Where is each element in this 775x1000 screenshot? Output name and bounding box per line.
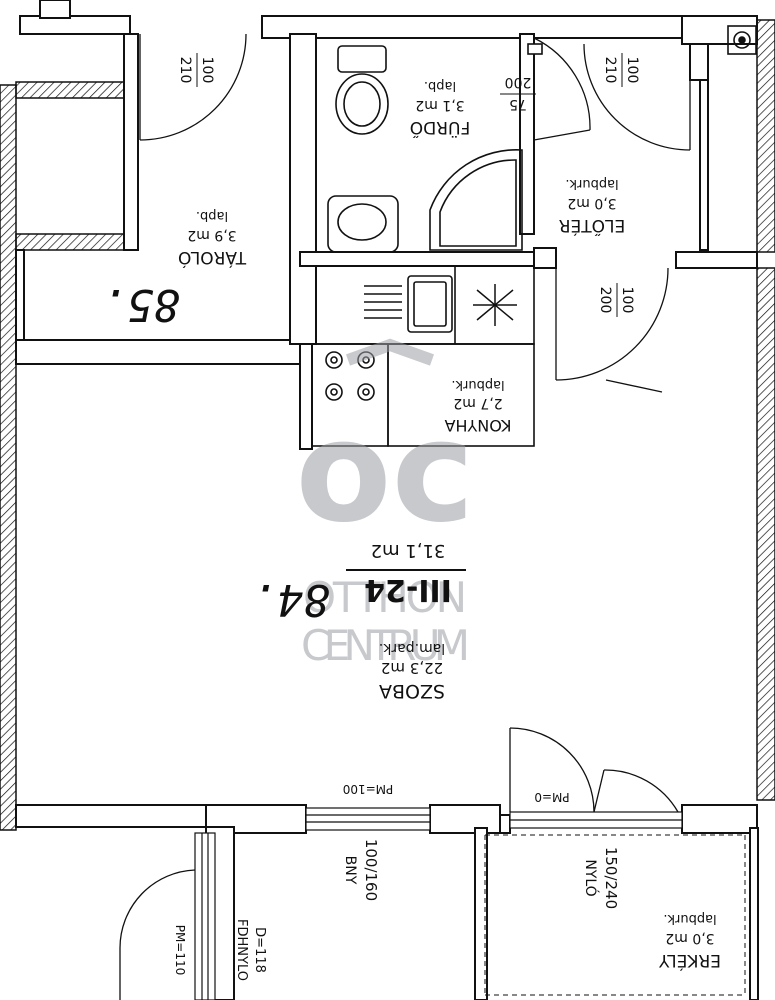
unit-label: III-24 31,1 m2 [346,540,466,607]
room-floor-furdo: lapb. [424,78,456,93]
room-area-konyha: 2,7 m2 [453,395,502,411]
room-label-tarolo: TÁROLÓ 3,9 m2 lapb. [178,208,247,269]
svg-text:FDHNYLO: FDHNYLO [234,919,249,981]
window-label-neighbor: D=118 FDHNYLO [234,919,267,981]
door-dim-bath: 75 200 [500,74,536,112]
room-label-konyha: KONYHA 2,7 m2 lapburk. [444,377,511,435]
room-name-tarolo: TÁROLÓ [178,247,247,269]
room-floor-tarolo: lapb. [196,208,228,223]
watermark-line1: OTTHON [303,573,471,622]
svg-text:100: 100 [619,287,635,314]
svg-text:PM=0: PM=0 [534,790,569,804]
room-name-szoba: SZOBA [379,680,445,702]
svg-text:100/160: 100/160 [362,839,380,901]
svg-text:PM=100: PM=100 [343,782,394,796]
room-label-furdo: FÜRDŐ 3,1 m2 lapb. [410,78,471,139]
room-name-furdo: FÜRDŐ [410,117,471,139]
svg-text:NYLÓ: NYLÓ [582,859,600,896]
room-area-eloter: 3,0 m2 [567,195,616,211]
svg-text:200: 200 [505,74,532,90]
window-label-balcony: 150/240 NYLÓ [582,847,620,909]
dashed-outlines [484,834,746,996]
svg-text:oc: oc [295,391,474,554]
room-name-eloter: ELŐTÉR [559,215,626,237]
room-area-erkely: 3,0 m2 [665,930,714,946]
door-dim-entry: 100 210 [602,53,640,87]
svg-text:75: 75 [509,96,527,112]
structural-walls [0,19,775,831]
window-pm-neighbor: PM=110 [173,925,187,976]
svg-text:84.: 84. [250,574,329,625]
door-dim-kitchen: 100 200 [597,283,635,317]
window-label-ablak: 100/160 BNY [342,839,380,901]
svg-text:D=118: D=118 [252,927,267,973]
fixtures [311,25,757,447]
room-area-tarolo: 3,9 m2 [187,227,236,243]
room-area-szoba: 22,3 m2 [381,659,443,677]
door-dim-tarolo: 100 210 [177,53,215,87]
room-name-konyha: KONYHA [444,416,511,435]
svg-text:210: 210 [177,57,193,84]
room-floor-szoba: lam.park. [379,640,445,656]
handwritten-left: 85. [100,279,179,330]
room-name-erkely: ERKÉLY [658,950,721,972]
window-pm-balcony: PM=0 [534,790,569,804]
handwritten-right: 84. [250,574,329,625]
room-label-eloter: ELŐTÉR 3,0 m2 lapburk. [559,176,626,237]
svg-text:210: 210 [602,57,618,84]
svg-text:200: 200 [597,287,613,314]
svg-text:150/240: 150/240 [602,847,620,909]
svg-text:BNY: BNY [342,856,358,885]
window-pm-ablak: PM=100 [343,782,394,796]
svg-text:100: 100 [199,57,215,84]
room-label-szoba: SZOBA 22,3 m2 lam.park. [379,640,445,702]
room-floor-erkely: lapburk. [663,911,716,926]
room-label-erkely: ERKÉLY 3,0 m2 lapburk. [658,911,721,972]
room-area-furdo: 3,1 m2 [415,97,464,113]
svg-text:85.: 85. [100,279,179,330]
svg-text:PM=110: PM=110 [173,925,187,976]
room-floor-eloter: lapburk. [565,176,618,191]
unit-id: III-24 [364,572,452,607]
unit-total-area: 31,1 m2 [371,540,446,561]
room-floor-konyha: lapburk. [451,377,504,392]
door-swings [119,33,691,1000]
watermark-line2: CENTRUM [301,621,473,670]
svg-text:100: 100 [624,57,640,84]
watermark: oc OTTHON CENTRUM [295,338,475,670]
windows [194,807,683,1000]
